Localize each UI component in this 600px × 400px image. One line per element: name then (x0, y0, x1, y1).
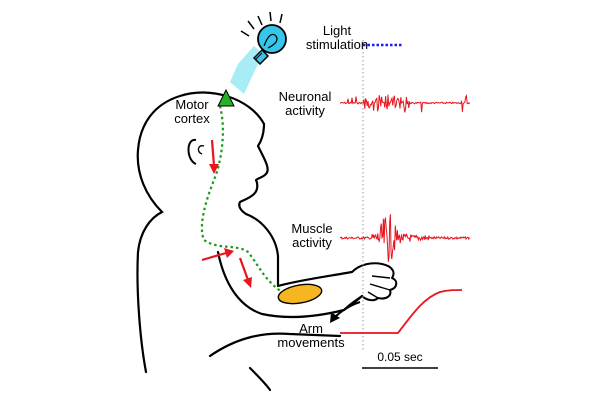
ear-inner (197, 144, 205, 155)
light-stimulation-label: Light stimulation (302, 24, 372, 52)
hand (343, 262, 398, 311)
lower-body (208, 332, 342, 358)
light-label-line1: Light (322, 23, 352, 38)
scale-bar-label: 0.05 sec (377, 350, 423, 364)
neuronal-label-line2: activity (285, 103, 325, 118)
muscle-label-line2: activity (292, 235, 332, 250)
neuronal-activity-label: Neuronal activity (270, 90, 340, 118)
neuronal-activity-trace (339, 94, 471, 113)
hand-fingers (367, 275, 391, 299)
light-label-line2: stimulation (305, 37, 369, 52)
arm-label-line1: Arm (299, 321, 323, 336)
light-bulb-icon (240, 11, 287, 66)
neuron-triangle-icon (217, 88, 235, 107)
upper-arm (216, 250, 364, 319)
neuronal-label-line1: Neuronal (278, 89, 332, 104)
motor-label-line2: cortex (174, 111, 210, 126)
biceps-muscle (277, 283, 323, 305)
back-line (248, 366, 272, 392)
arm-label-line2: movements (277, 335, 345, 350)
face-outline (238, 122, 269, 216)
shoulder-outline (244, 212, 280, 288)
signal-arrows (201, 139, 252, 288)
arm-movements-label: Arm movements (276, 322, 346, 350)
neural-pathway (200, 105, 283, 293)
person-silhouette (136, 91, 266, 374)
muscle-activity-label: Muscle activity (280, 222, 344, 250)
motor-cortex-label: Motor cortex (170, 98, 214, 126)
forearm-top (276, 270, 354, 288)
muscle-label-line1: Muscle (291, 221, 333, 236)
ear-outline (187, 138, 197, 165)
arm-movement-trace (340, 289, 463, 334)
movement-arrow (330, 301, 361, 323)
muscle-activity-trace (340, 214, 470, 262)
motor-label-line1: Motor (175, 97, 209, 112)
